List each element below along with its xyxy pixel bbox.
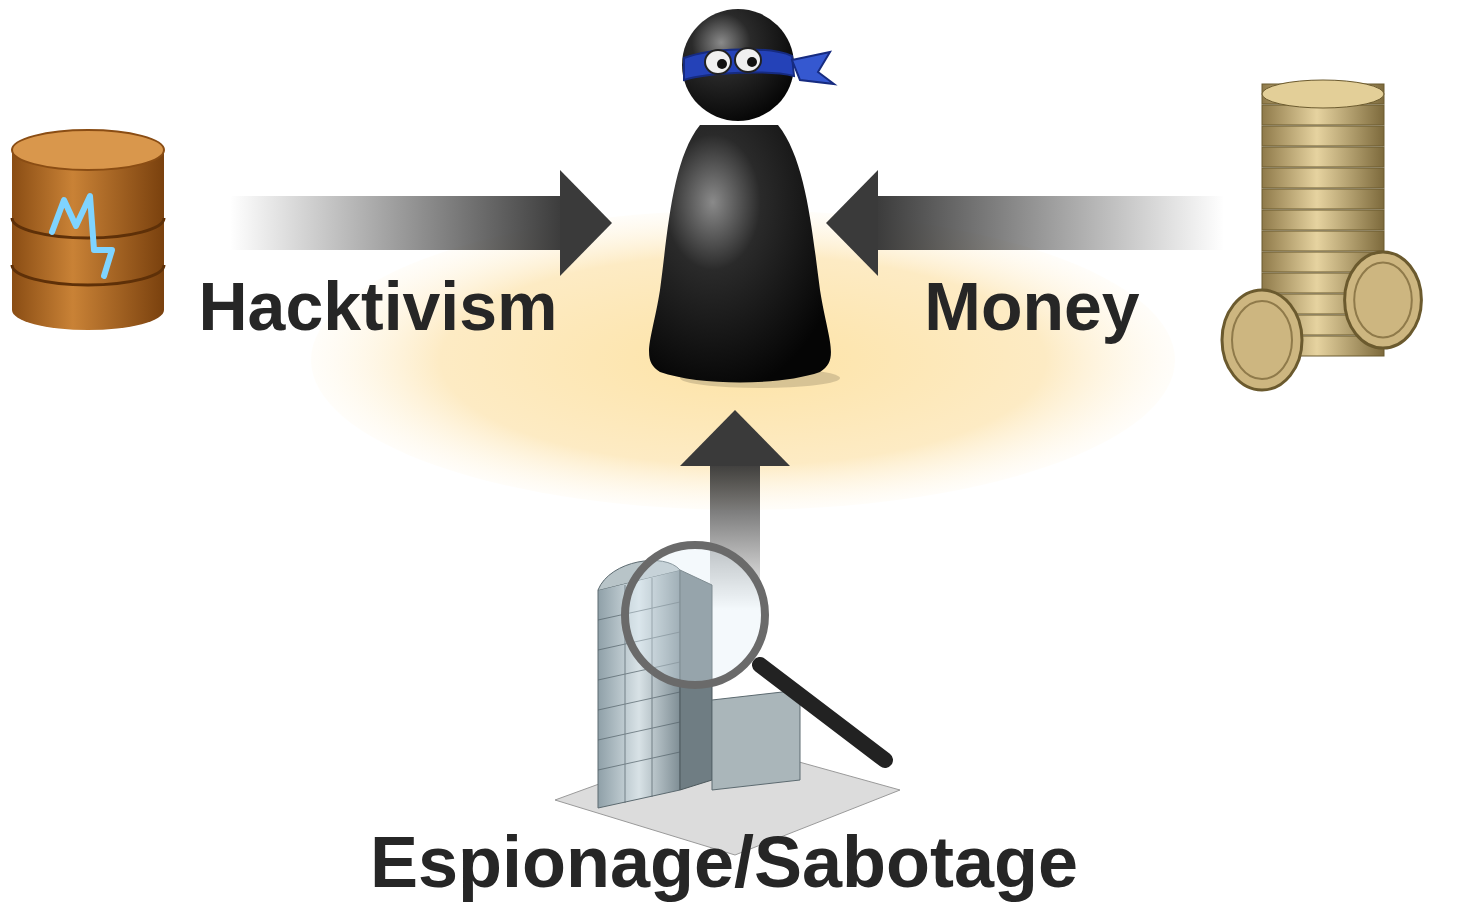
coin-rim: [1232, 301, 1292, 379]
building-icon: [555, 545, 900, 855]
coin-edge: [1262, 231, 1384, 251]
database-icon: [12, 130, 164, 330]
coin-face: [1345, 252, 1422, 348]
motive-label: Money: [924, 272, 1139, 340]
hacker-figure: [649, 9, 840, 388]
coin-stack: [1222, 80, 1421, 390]
coin-rim: [1354, 263, 1412, 338]
coin-edge: [1262, 126, 1384, 146]
coin-edge: [1262, 189, 1384, 209]
coin-edge: [1262, 147, 1384, 167]
motive-label: Espionage/Sabotage: [370, 826, 1078, 898]
coin-edge: [1262, 210, 1384, 230]
motive-label: Hacktivism: [198, 272, 557, 340]
money-arrow: [826, 170, 1224, 276]
coin-edge: [1262, 168, 1384, 188]
hacktivism-arrow: [230, 170, 612, 276]
coin-face: [1222, 290, 1302, 390]
coin-top: [1262, 80, 1384, 108]
